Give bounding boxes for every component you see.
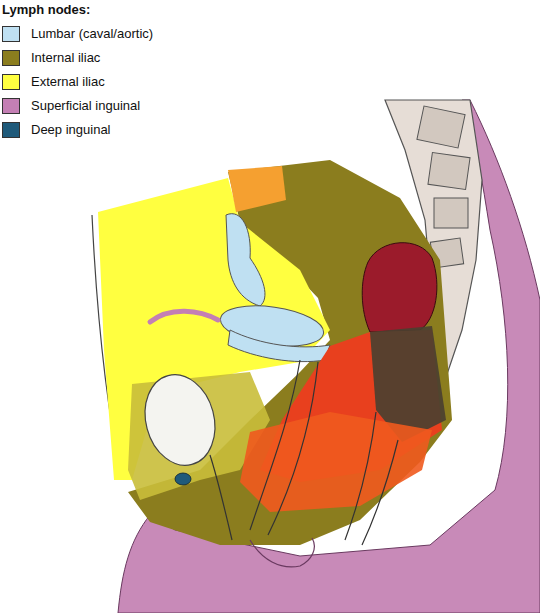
legend-text: Internal iliac [31, 50, 100, 66]
deep-inguinal-node [175, 473, 191, 485]
legend-swatch [2, 50, 20, 66]
legend-row: Deep inguinal [2, 122, 252, 140]
legend-row: External iliac [2, 74, 252, 92]
vertebra [428, 153, 470, 190]
vagina-outline [268, 362, 318, 535]
uterine-tube [150, 311, 218, 322]
anal-canal-outline [345, 412, 376, 540]
ovary [226, 214, 265, 306]
legend-text: Superficial inguinal [31, 98, 140, 114]
urethra-outline [210, 455, 232, 540]
vagina-outline [250, 360, 300, 530]
bladder [135, 367, 224, 473]
labia [250, 538, 314, 567]
legend-text: Deep inguinal [31, 122, 111, 138]
vaginal-region [240, 412, 432, 512]
legend-swatch [2, 122, 20, 138]
legend-row: Superficial inguinal [2, 98, 252, 116]
legend-heading: Lymph nodes: [2, 2, 90, 17]
legend-swatch [2, 26, 20, 42]
legend-row: Internal iliac [2, 50, 252, 68]
uterus-body [228, 330, 330, 362]
legend-row: Lumbar (caval/aortic) [2, 26, 252, 44]
legend-text: Lumbar (caval/aortic) [31, 26, 153, 42]
anal-canal-outline [362, 440, 398, 545]
legend-text: External iliac [31, 74, 105, 90]
vertebra [434, 198, 468, 228]
legend: Lymph nodes: Lumbar (caval/aortic) Interna… [0, 0, 260, 146]
legend-swatch [2, 74, 20, 90]
vertebra [417, 106, 465, 148]
sigmoid-colon [362, 243, 437, 332]
para-aortic-region [228, 166, 286, 212]
legend-swatch [2, 98, 20, 114]
